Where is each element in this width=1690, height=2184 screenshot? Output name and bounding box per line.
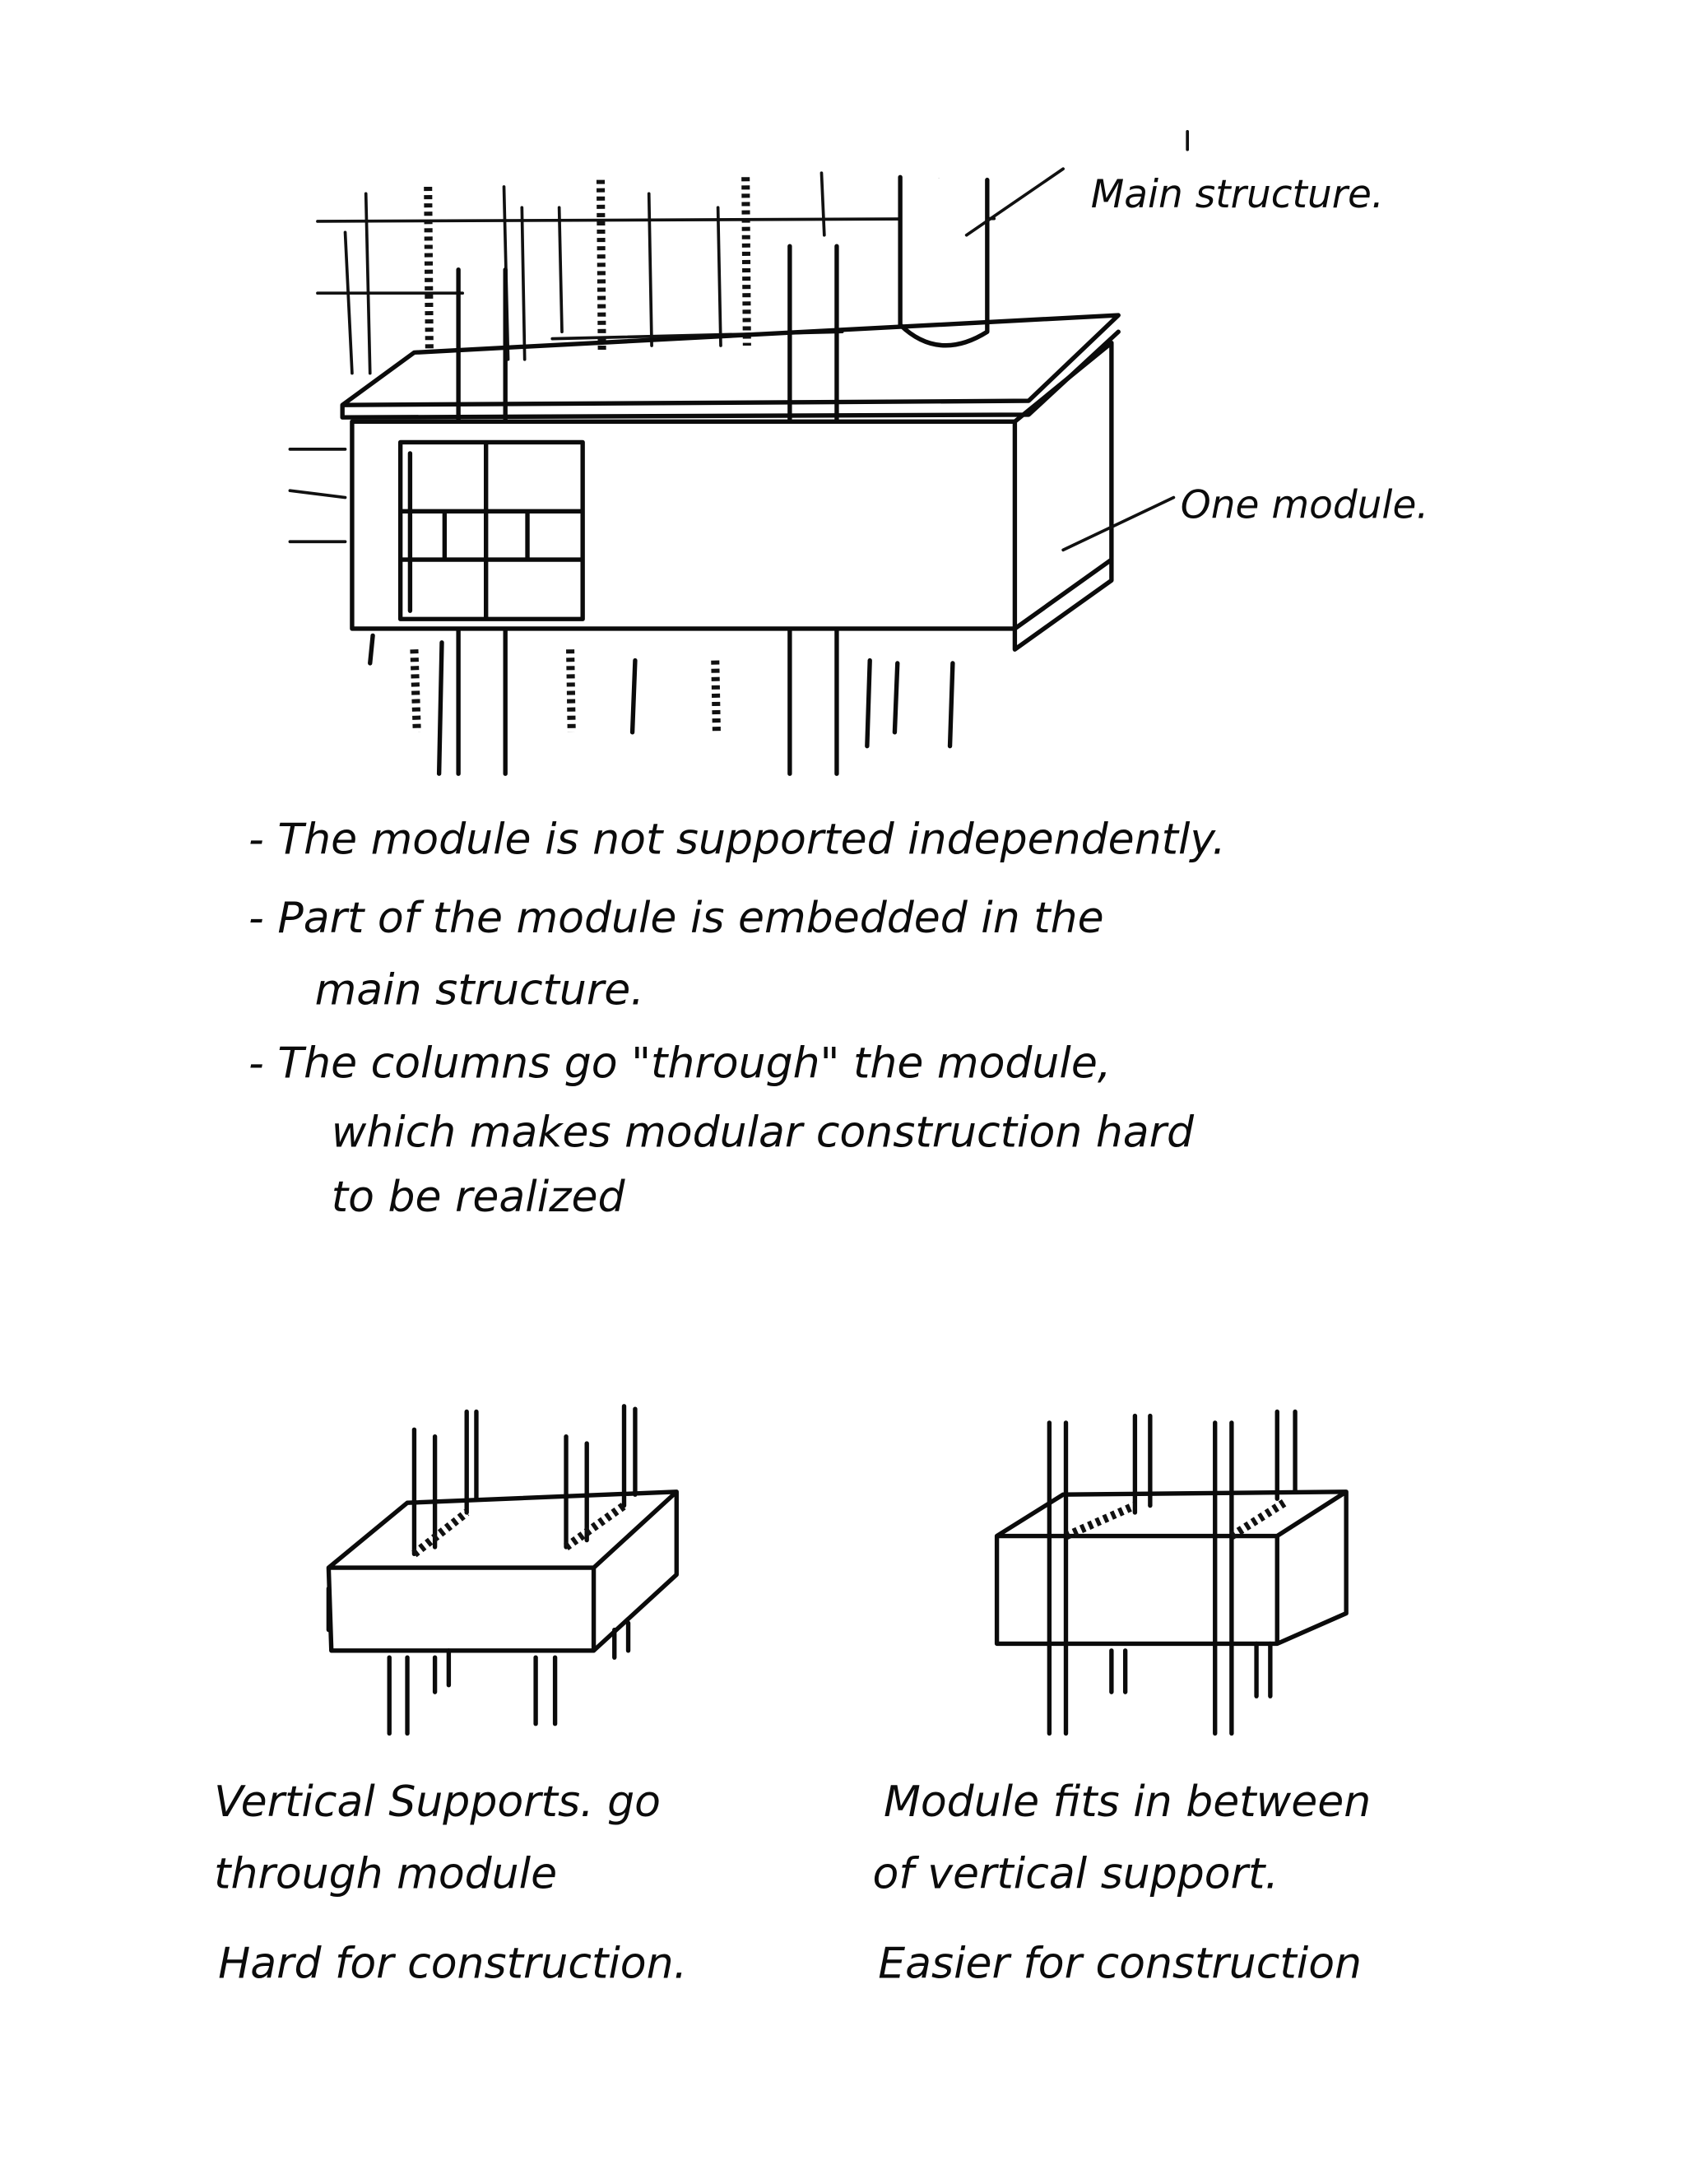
module-window xyxy=(397,439,585,621)
joint-marks xyxy=(1064,1499,1287,1540)
right-caption-line: of vertical support. xyxy=(873,1849,1279,1898)
top-module-sketch: Main structure. One module. xyxy=(288,130,1429,776)
hatched-columns xyxy=(410,177,751,733)
left-caption-line: Vertical Supports. go xyxy=(214,1777,661,1827)
embedded-joints xyxy=(411,1502,627,1558)
note-line: - The module is not supported independen… xyxy=(248,816,1226,865)
label-one-module: One module. xyxy=(1181,483,1429,528)
left-verdict: Hard for construction. xyxy=(218,1940,687,1989)
notes-list: - The module is not supported independen… xyxy=(248,816,1226,1223)
columns-through-module-sketch xyxy=(326,1404,679,1736)
note-line: main structure. xyxy=(315,965,644,1015)
note-line: to be realized xyxy=(332,1173,626,1222)
module-box-left xyxy=(326,1489,679,1653)
note-line: - Part of the module is embedded in the xyxy=(248,894,1104,943)
right-verdict: Easier for construction xyxy=(878,1940,1362,1989)
lower-columns xyxy=(368,633,955,776)
comparison-left-text: Vertical Supports. go through module Har… xyxy=(214,1777,687,1988)
module-box xyxy=(350,419,1018,631)
columns-left xyxy=(387,1404,638,1736)
leader-line-one-module xyxy=(1061,495,1176,552)
module-side xyxy=(1012,340,1114,652)
note-line: which makes modular construction hard xyxy=(332,1108,1195,1157)
label-main-structure: Main structure. xyxy=(1091,172,1384,217)
right-caption-line: Module fits in between xyxy=(884,1777,1371,1827)
leader-line-main-structure xyxy=(964,130,1190,237)
module-between-columns-sketch xyxy=(994,1409,1349,1736)
module-box-right xyxy=(994,1489,1349,1647)
main-structure-tube xyxy=(898,174,990,348)
comparison-right-text: Module fits in between of vertical suppo… xyxy=(873,1777,1372,1988)
note-line: - The columns go "through" the module, xyxy=(248,1039,1111,1088)
columns-right xyxy=(1047,1409,1298,1736)
left-caption-line: through module xyxy=(214,1849,557,1898)
